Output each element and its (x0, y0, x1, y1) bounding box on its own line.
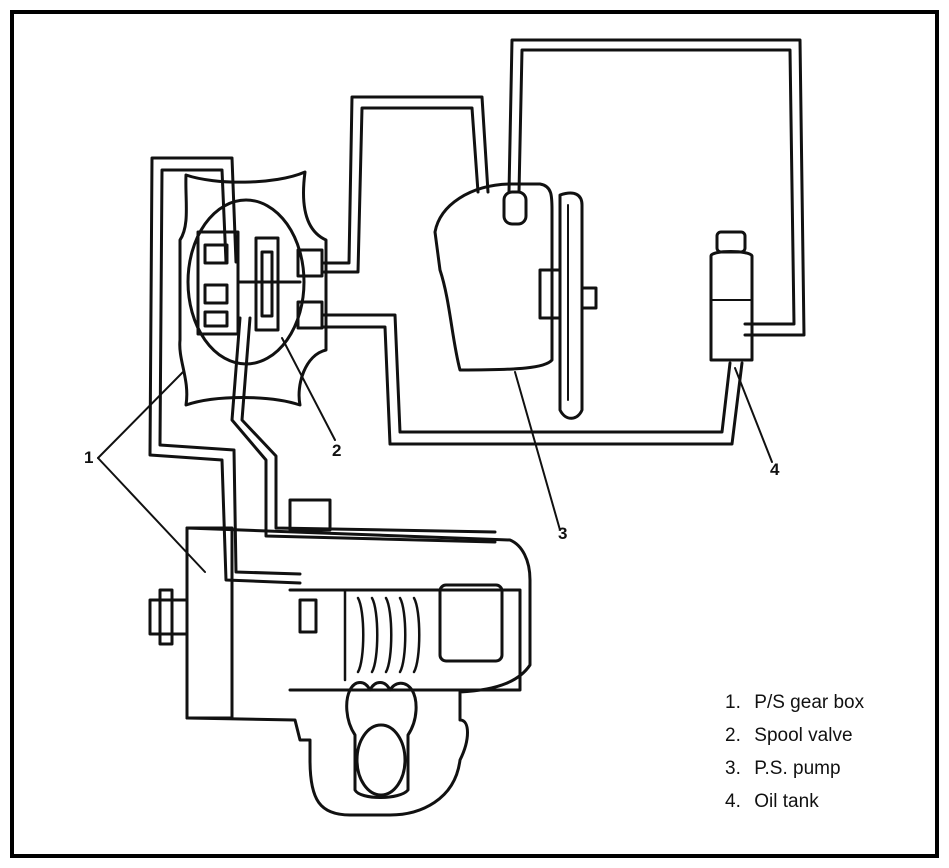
spool-element (254, 236, 280, 332)
leader-1b (97, 457, 206, 573)
legend-number: 4. (725, 791, 741, 812)
sector-gear (345, 681, 418, 799)
worm-gear (343, 588, 421, 682)
oil-tank-cap (715, 230, 747, 254)
callout-3: 3 (558, 524, 568, 543)
pressure-line (322, 95, 490, 265)
legend-label: Oil tank (754, 791, 819, 812)
pump-fitting (502, 190, 528, 226)
leader-3 (514, 371, 561, 531)
piston (438, 583, 504, 663)
legend-item: 1. P/S gear box (725, 686, 864, 719)
tank-feed-line-inner (517, 48, 796, 326)
spool-valve-body (186, 198, 306, 366)
gearbox-line-a (148, 156, 302, 585)
return-line-inner (320, 325, 744, 446)
legend-number: 2. (725, 725, 741, 746)
legend-label: P/S gear box (754, 692, 865, 713)
legend-label: Spool valve (754, 725, 853, 746)
leader-4 (734, 367, 773, 463)
legend-item: 3. P.S. pump (725, 752, 864, 785)
gear-box (148, 498, 532, 817)
callout-1: 1 (84, 448, 94, 467)
callout-4: 4 (770, 460, 780, 479)
oil-tank (709, 230, 754, 362)
tank-feed-line (507, 38, 806, 337)
gearbox-line-b-inner (240, 316, 497, 534)
return-line (320, 313, 732, 434)
hydraulic-lines (148, 38, 806, 585)
legend-number: 3. (725, 758, 741, 779)
legend-item: 2. Spool valve (725, 719, 864, 752)
gear-box-housing (185, 526, 532, 817)
pump (433, 182, 598, 420)
valve-housing (178, 170, 328, 407)
output-shaft (355, 723, 407, 797)
pressure-line-inner (322, 106, 480, 274)
piston-bore (288, 588, 522, 692)
leader-lines (97, 337, 773, 573)
port-lower (296, 300, 324, 330)
oil-tank-body (709, 250, 754, 362)
input-shaft (148, 598, 189, 636)
valve-housing-outline (178, 170, 328, 407)
port-upper (296, 248, 324, 278)
gearbox-line-b (230, 316, 497, 544)
legend-label: P.S. pump (754, 758, 841, 779)
leader-1a (97, 371, 184, 459)
leader-2 (281, 337, 336, 441)
legend: 1. P/S gear box 2. Spool valve 3. P.S. p… (725, 686, 864, 818)
legend-item: 4. Oil tank (725, 785, 864, 818)
pump-body (433, 182, 554, 372)
callout-2: 2 (332, 441, 342, 460)
legend-number: 1. (725, 692, 741, 713)
pump-pulley (558, 191, 584, 420)
gearbox-line-a-inner (158, 168, 302, 576)
